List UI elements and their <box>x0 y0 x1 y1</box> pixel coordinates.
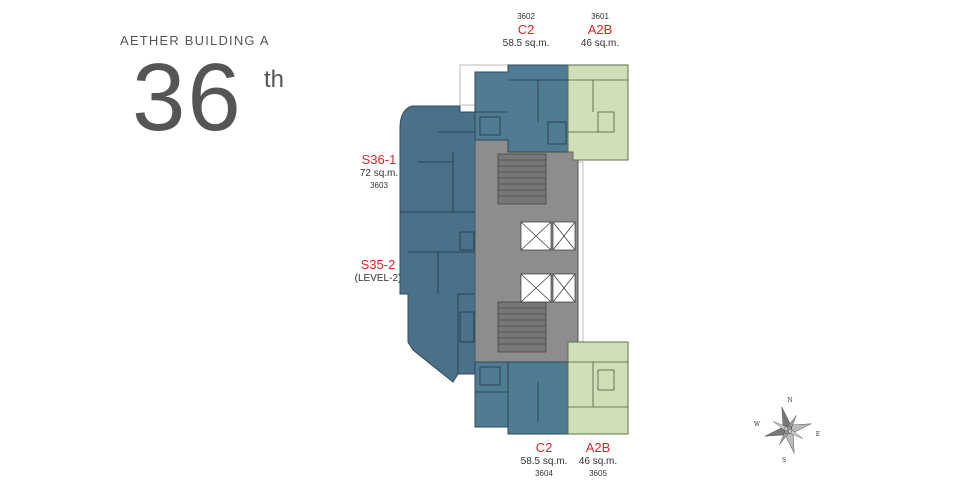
floor-suffix: th <box>264 66 285 93</box>
compass-s: S <box>782 457 786 464</box>
top-a2b-walls <box>568 79 628 133</box>
unit-label-s36-1: S36-1 72 sq.m. 3603 <box>346 152 412 191</box>
unit-label-bottom-c2: C2 58.5 sq.m. 3604 <box>514 440 574 479</box>
bottom-a2b-walls <box>568 361 628 408</box>
unit-label-top-c2: 3602 C2 58.5 sq.m. <box>498 12 554 51</box>
top-c2-walls <box>475 79 568 145</box>
unit-code: S35-2 <box>360 257 396 272</box>
unit-label-bottom-a2b: A2B 46 sq.m. 3605 <box>568 440 628 479</box>
compass-w: W <box>754 421 761 428</box>
unit-number: 3605 <box>589 468 607 478</box>
floor-plan <box>399 64 629 435</box>
unit-3602-c2[interactable] <box>474 64 569 153</box>
bottom-c2-walls <box>475 362 539 427</box>
unit-code: S36-1 <box>361 152 397 167</box>
compass-n: N <box>787 397 792 404</box>
unit-code: C2 <box>535 440 553 455</box>
compass-rose-icon: N E S W <box>754 397 820 464</box>
unit-3604-c2[interactable] <box>474 361 569 435</box>
left-unit-walls <box>400 131 493 374</box>
unit-label-s35-2: S35-2 (LEVEL-2) <box>340 257 416 286</box>
unit-number: 3604 <box>535 468 553 478</box>
unit-code: A2B <box>585 440 611 455</box>
unit-number: 3602 <box>517 12 535 21</box>
unit-label-top-a2b: 3601 A2B 46 sq.m. <box>570 12 630 51</box>
stair-top <box>497 153 547 205</box>
lifts <box>520 221 576 303</box>
unit-level: (LEVEL-2) <box>354 273 402 285</box>
stair-bottom <box>497 301 547 353</box>
unit-code: C2 <box>517 22 535 37</box>
unit-code: A2B <box>587 22 613 37</box>
compass-e: E <box>816 431 820 438</box>
unit-area: 58.5 sq.m. <box>502 38 550 50</box>
unit-area: 46 sq.m. <box>580 38 620 50</box>
unit-number: 3603 <box>370 180 388 190</box>
floor-number: 36 <box>132 44 243 151</box>
building-name: AETHER BUILDING A <box>120 33 270 48</box>
unit-area: 46 sq.m. <box>578 456 618 468</box>
unit-number: 3601 <box>591 12 609 21</box>
unit-area: 72 sq.m. <box>359 168 399 180</box>
unit-area: 58.5 sq.m. <box>520 456 568 468</box>
